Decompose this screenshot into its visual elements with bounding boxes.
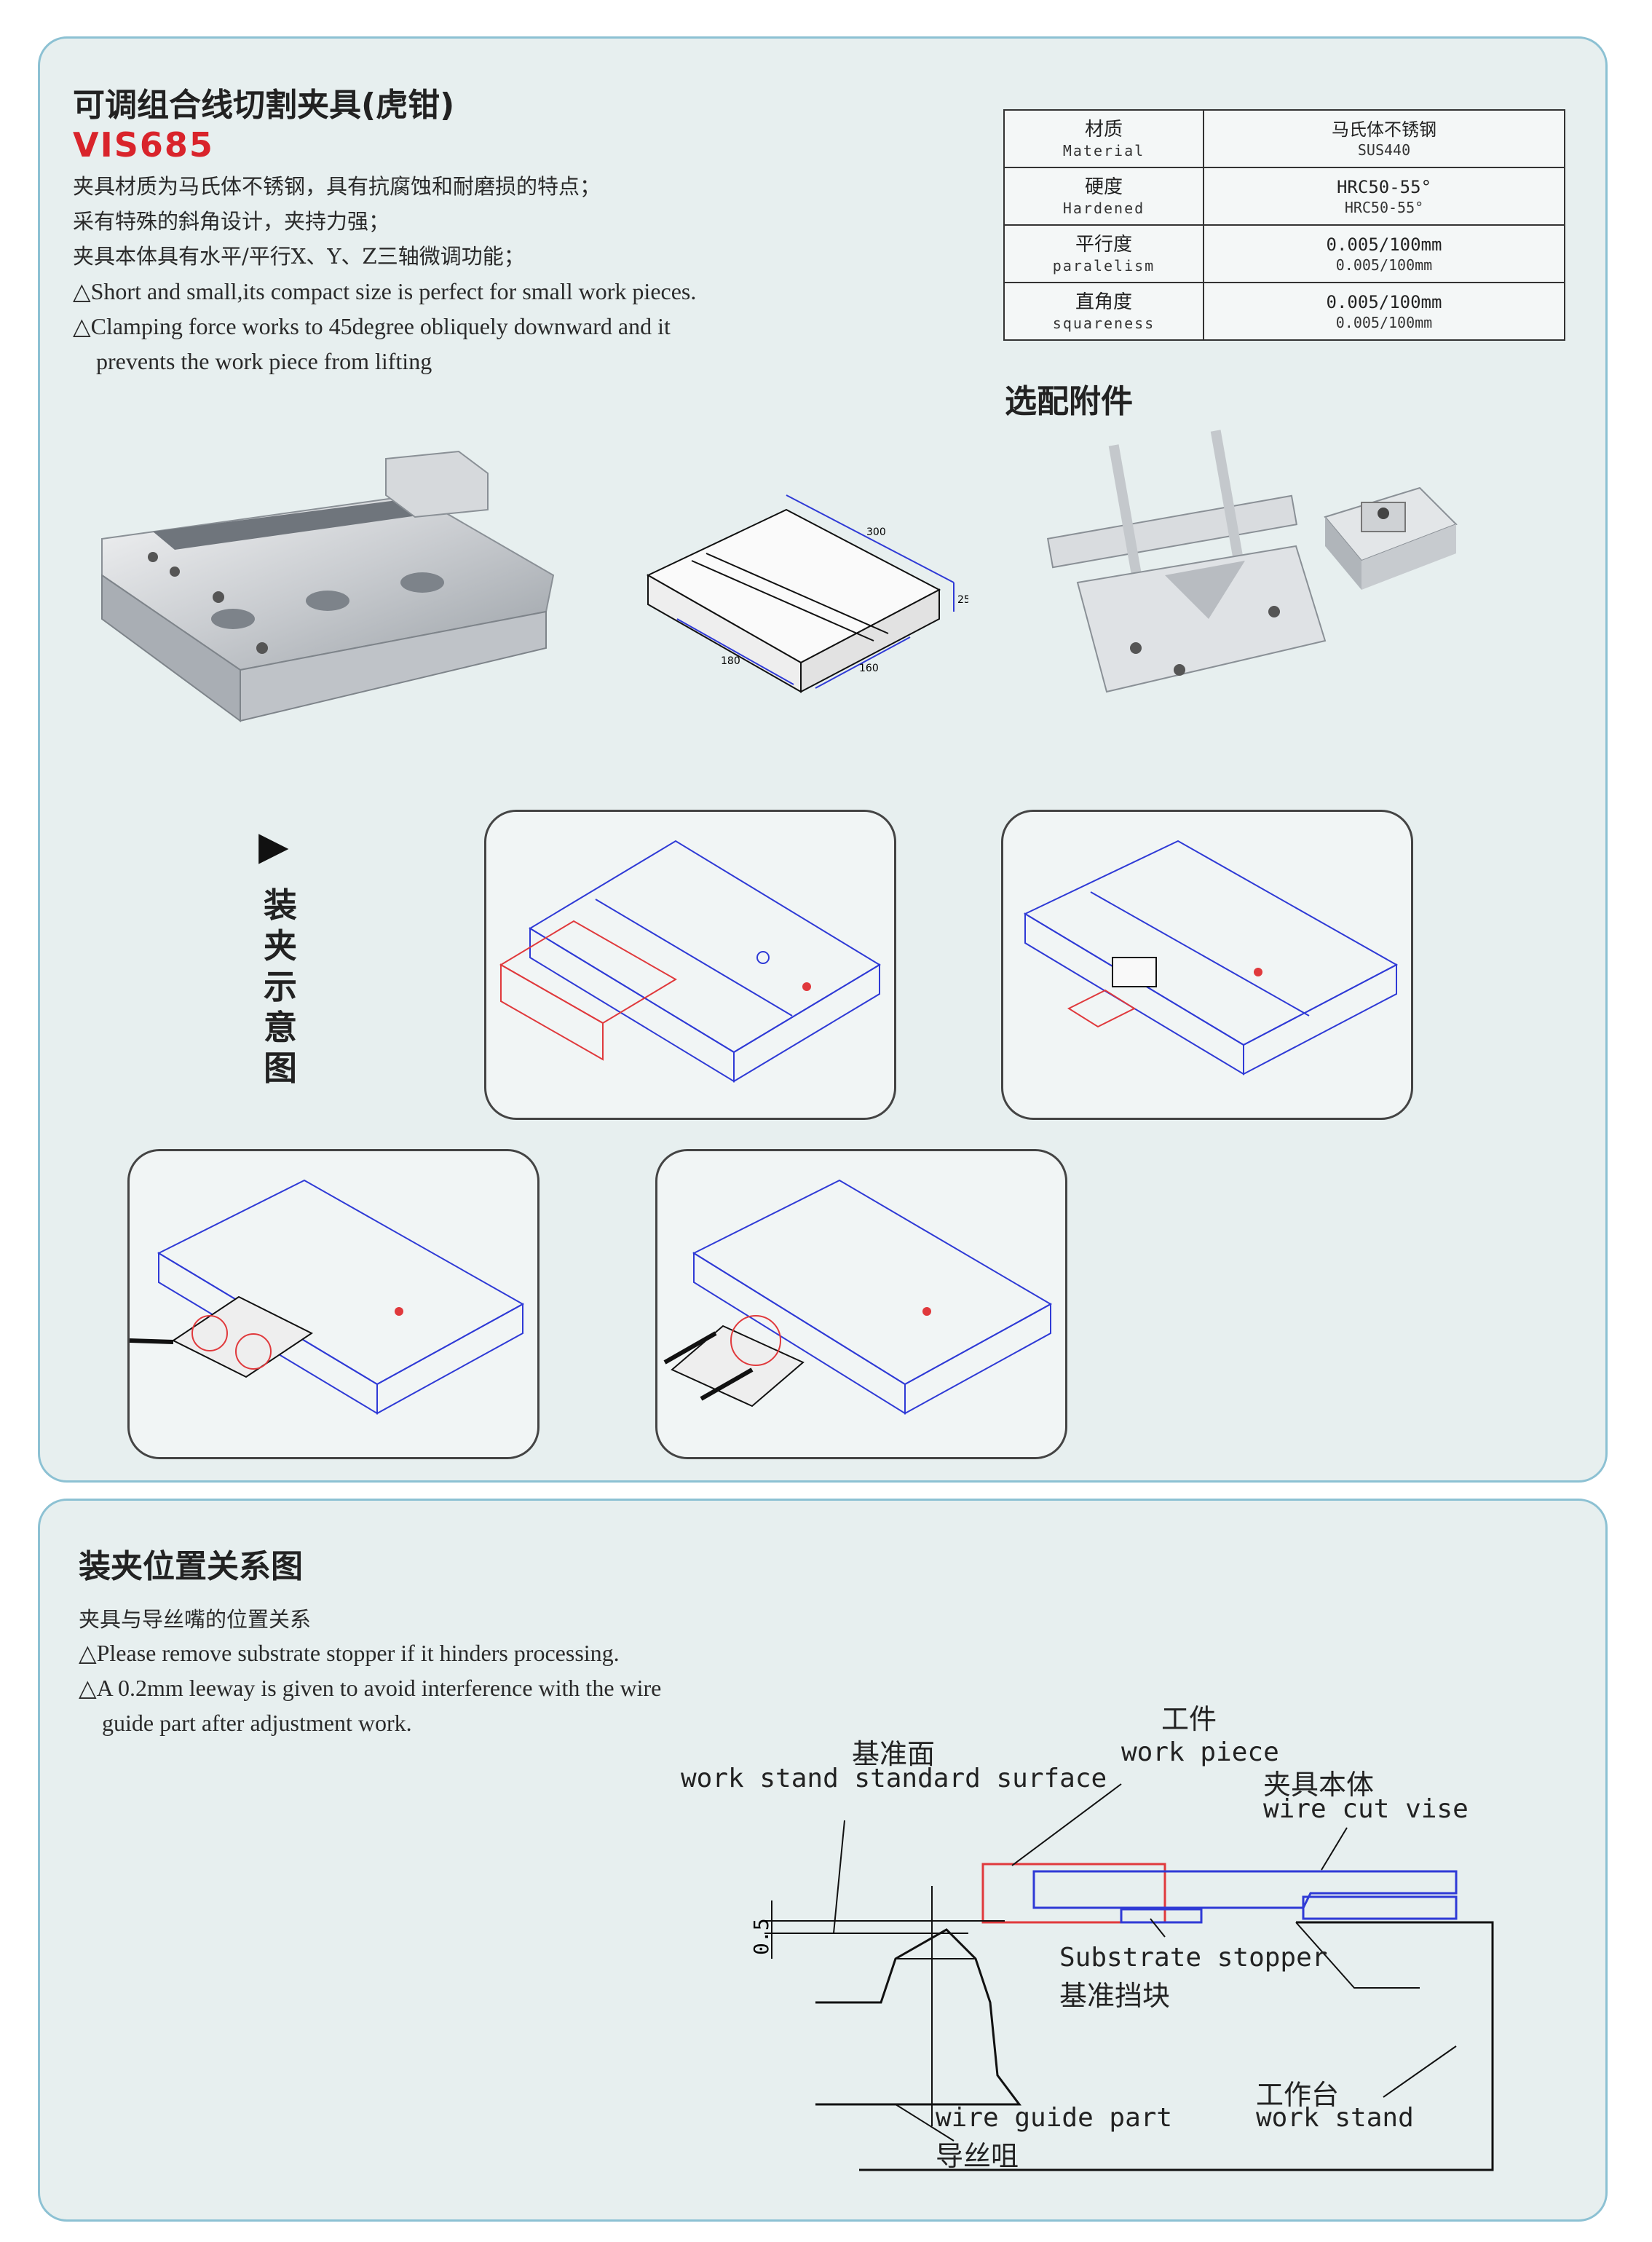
spec-value: HRC50-55°HRC50-55° <box>1203 167 1565 226</box>
clamping-diagram-3 <box>127 1149 540 1459</box>
play-arrow-icon: ▶ <box>258 823 289 869</box>
position-panel <box>38 1499 1608 2222</box>
section-note: guide part after adjustment work. <box>102 1710 412 1736</box>
accessories-title: 选配附件 <box>1005 383 1133 420</box>
desc-line-cn: 夹具材质为马氏体不锈钢，具有抗腐蚀和耐磨损的特点； <box>73 174 601 199</box>
section-title: 装夹位置关系图 <box>79 1548 303 1585</box>
desc-line-en: prevents the work piece from lifting <box>96 348 432 374</box>
clamping-diagram-label: 装 夹 示 意 图 <box>264 885 297 1088</box>
dim-label: 0.5 <box>749 1918 773 1955</box>
surface-label-en: work stand standard surface <box>681 1764 1107 1793</box>
dim-label: 180 <box>721 655 740 667</box>
description-block: 夹具材质为马氏体不锈钢，具有抗腐蚀和耐磨损的特点； 采有特殊的斜角设计，夹持力强… <box>73 169 946 379</box>
vise-dimension-drawing: 300 25 180 160 <box>646 494 968 693</box>
desc-line-cn: 夹具本体具有水平/平行X、Y、Z三轴微调功能； <box>73 244 525 269</box>
dim-label: 160 <box>859 663 879 674</box>
guide-label-cn: 导丝咀 <box>936 2140 1019 2172</box>
clamping-diagram-4 <box>655 1149 1067 1459</box>
work-piece-shape <box>981 1863 1166 1924</box>
surface-label-cn: 基准面 <box>852 1738 936 1770</box>
stand-label-cn: 工作台 <box>1256 2079 1340 2111</box>
section-note: △A 0.2mm leeway is given to avoid interf… <box>79 1675 662 1701</box>
section-subtitle: 夹具与导丝嘴的位置关系 <box>79 1607 312 1632</box>
accessory-clamp-image <box>1046 430 1327 693</box>
accessory-stopper-image <box>1324 486 1458 590</box>
piece-label-en: work piece <box>1121 1737 1279 1767</box>
vise-label-cn: 夹具本体 <box>1263 1769 1375 1801</box>
vise-label-en: wire cut vise <box>1263 1794 1469 1824</box>
stopper-label-en: Substrate stopper <box>1059 1943 1328 1973</box>
piece-label-cn: 工件 <box>1161 1703 1217 1735</box>
model-number: VIS685 <box>73 125 214 165</box>
wire-guide-shape <box>815 1928 1021 2106</box>
desc-line-en: △Short and small,its compact size is per… <box>73 278 697 304</box>
section-note: △Please remove substrate stopper if it h… <box>79 1640 620 1666</box>
stopper-shape <box>1120 1908 1203 1924</box>
position-diagram: 0.5 <box>749 1783 1494 2171</box>
desc-line-en: △Clamping force works to 45degree obliqu… <box>73 313 671 339</box>
work-stand-shape <box>859 1921 1494 2171</box>
guide-label-en: wire guide part <box>936 2103 1173 2133</box>
vise-shape <box>1032 1870 1458 1909</box>
desc-line-cn: 采有特殊的斜角设计，夹持力强； <box>73 209 390 234</box>
product-title: 可调组合线切割夹具(虎钳) <box>73 87 455 124</box>
dim-label: 25 <box>957 594 968 606</box>
clamping-diagram-2 <box>1001 810 1413 1120</box>
vise-product-image <box>101 450 555 722</box>
stand-label-en: work stand <box>1256 2103 1414 2133</box>
dim-label: 300 <box>866 526 886 538</box>
stopper-label-cn: 基准挡块 <box>1059 1980 1171 2012</box>
clamping-diagram-1 <box>484 810 896 1120</box>
